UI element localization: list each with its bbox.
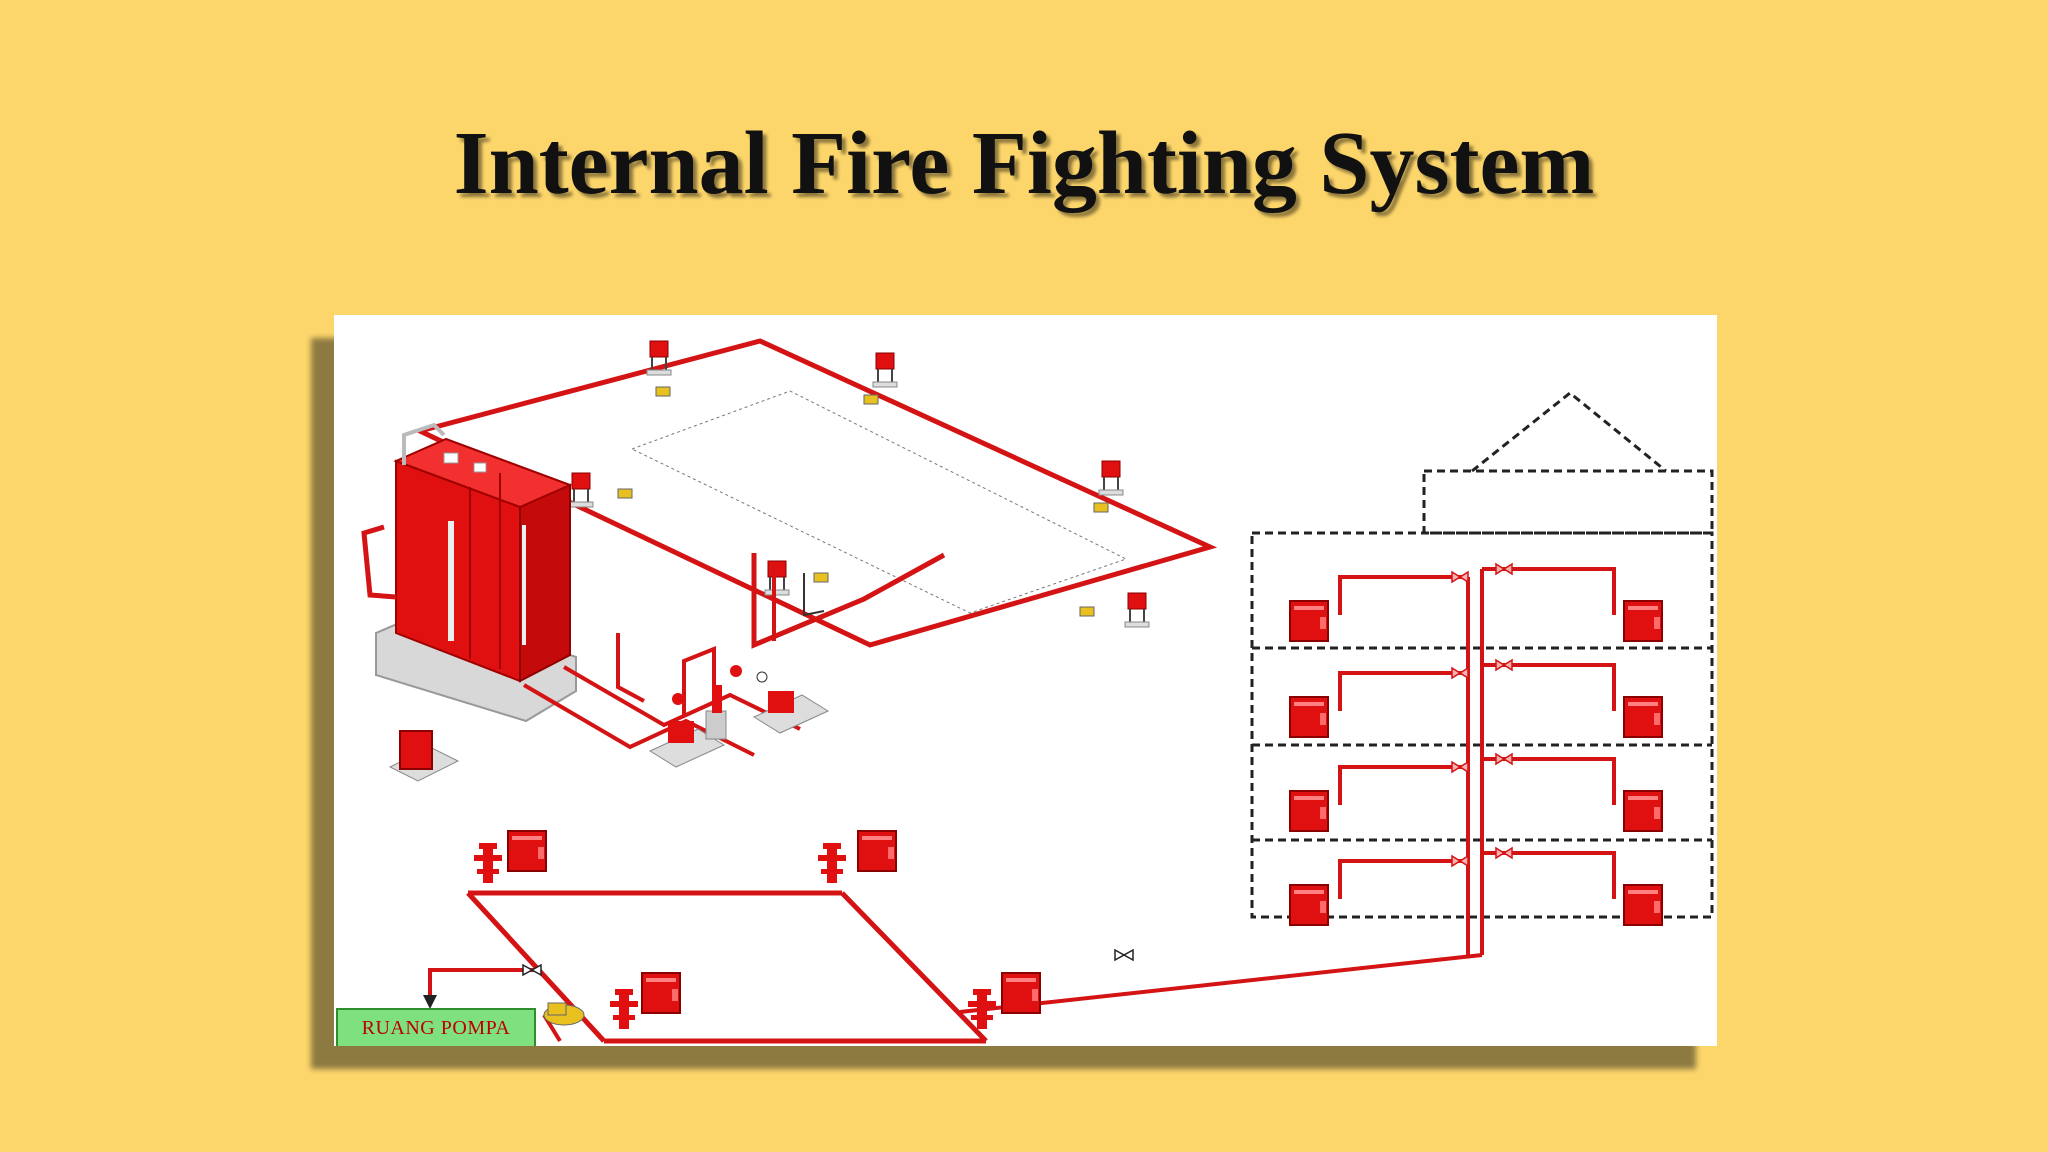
pump-room-pump	[543, 1002, 585, 1026]
hose-cabinet-tank	[388, 730, 460, 782]
hose-cabinets	[507, 830, 1041, 1014]
slide-title: Internal Fire Fighting System	[453, 114, 1595, 213]
hydrant-pillars	[474, 843, 996, 1029]
pump-set	[522, 552, 946, 768]
floor-hose-reels	[1289, 600, 1663, 926]
arrow-down-icon	[423, 995, 437, 1009]
water-tank	[361, 422, 577, 723]
fire-system-diagram: RUANG POMPA	[334, 315, 1717, 1046]
pump-room-label: RUANG POMPA	[336, 1008, 536, 1046]
roof-hose-connections	[617, 386, 1109, 617]
ground-valves	[522, 949, 1134, 976]
building-riser	[1338, 567, 1616, 955]
ground-ring-main	[428, 890, 1483, 1044]
